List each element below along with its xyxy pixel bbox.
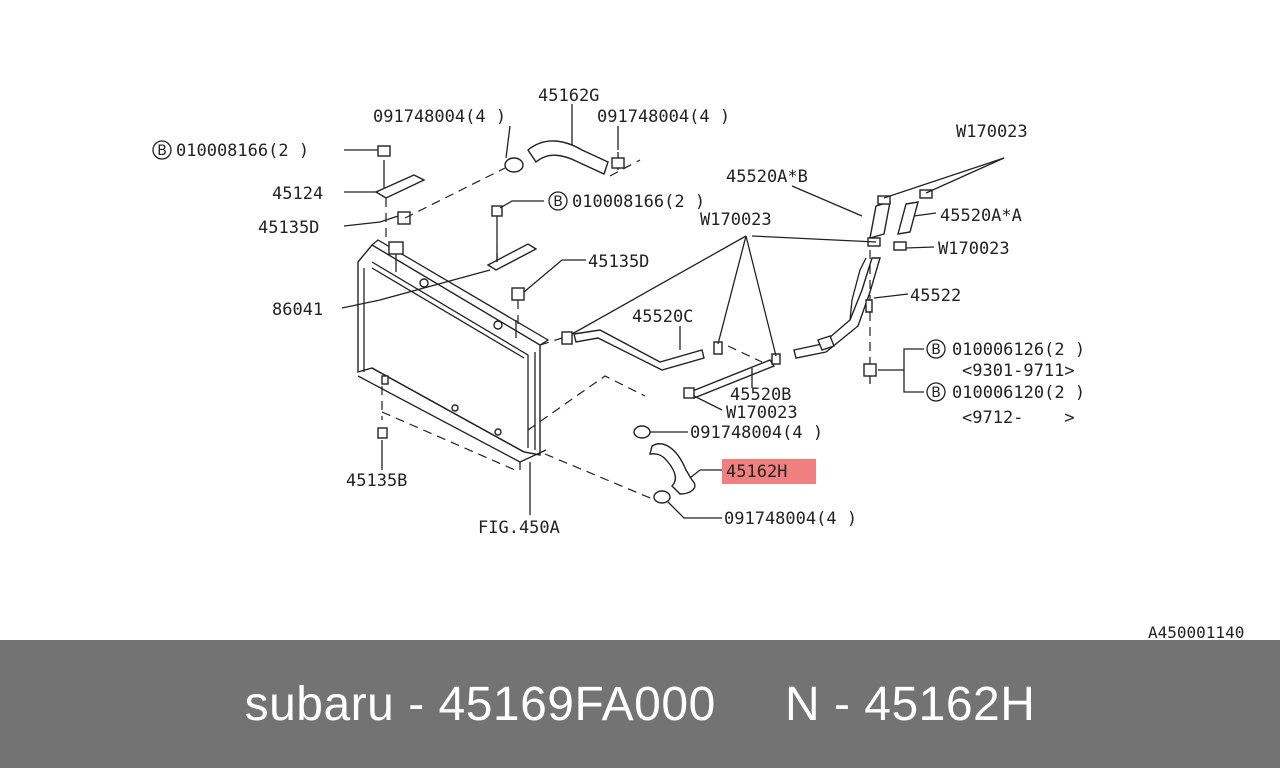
leader-lines xyxy=(341,104,1005,519)
label-diagram-code: A450001140 xyxy=(1148,623,1244,640)
label-fig-450A: FIG.450A xyxy=(478,518,560,538)
b-marker-icon xyxy=(926,339,946,359)
radiator xyxy=(357,239,550,470)
upper-hose-45162G xyxy=(504,140,625,175)
b-marker-icon xyxy=(926,382,946,402)
label-bolt-top-left: 010008166(2 ) xyxy=(176,141,309,161)
svg-text:B: B xyxy=(931,385,941,401)
phantom-lines xyxy=(381,159,871,501)
part-number-footer: subaru - 45169FA000 N - 45162H xyxy=(0,640,1280,768)
label-45135D-a: 45135D xyxy=(258,218,319,238)
radiator-hose-diagram: B B B B 45162G 091748004(4 ) 091748004(4… xyxy=(152,86,1244,642)
label-bolt-right-2: 010006120(2 ) xyxy=(952,383,1085,403)
label-45522: 45522 xyxy=(910,286,961,306)
label-clamp-top-right: 091748004(4 ) xyxy=(597,107,730,127)
part-labels: 45162G 091748004(4 ) 091748004(4 ) 01000… xyxy=(176,86,1244,642)
bolt-markers: B B B B xyxy=(152,140,946,402)
label-45520B: 45520B xyxy=(730,385,791,405)
lower-hose-45162H xyxy=(633,425,696,504)
label-clamp-mid: 091748004(4 ) xyxy=(690,423,823,443)
label-45520C: 45520C xyxy=(632,307,693,327)
label-45520AB: 45520A*B xyxy=(726,167,808,187)
label-range-1: <9301-9711> xyxy=(962,361,1075,381)
label-bolt-mid: 010008166(2 ) xyxy=(572,192,705,212)
label-45520AA: 45520A*A xyxy=(940,206,1022,226)
label-45162H: 45162H xyxy=(726,462,787,482)
label-W170023-right: W170023 xyxy=(938,239,1010,259)
label-clamp-low: 091748004(4 ) xyxy=(724,509,857,529)
label-45124: 45124 xyxy=(272,184,323,204)
label-range-2: <9712- > xyxy=(962,408,1075,428)
label-clamp-top-left: 091748004(4 ) xyxy=(373,107,506,127)
svg-text:B: B xyxy=(553,194,563,210)
b-marker-icon xyxy=(548,191,568,211)
parts-diagram: B B B B 45162G 091748004(4 ) 091748004(4… xyxy=(152,86,1245,642)
label-45135B: 45135B xyxy=(346,471,407,491)
highlight-box xyxy=(722,459,816,484)
label-86041: 86041 xyxy=(272,300,323,320)
svg-text:B: B xyxy=(931,342,941,358)
label-W170023-mid: W170023 xyxy=(700,210,772,230)
svg-text:B: B xyxy=(157,143,167,159)
label-W170023-low: W170023 xyxy=(726,403,798,423)
bracket-45124 xyxy=(374,145,538,301)
label-bolt-right-1: 010006126(2 ) xyxy=(952,340,1085,360)
label-45162G: 45162G xyxy=(538,86,599,106)
b-marker-icon xyxy=(152,140,172,160)
footer-text: subaru - 45169FA000 N - 45162H xyxy=(244,677,1036,731)
label-45135D-b: 45135D xyxy=(588,252,649,272)
label-W170023-top: W170023 xyxy=(956,122,1028,142)
